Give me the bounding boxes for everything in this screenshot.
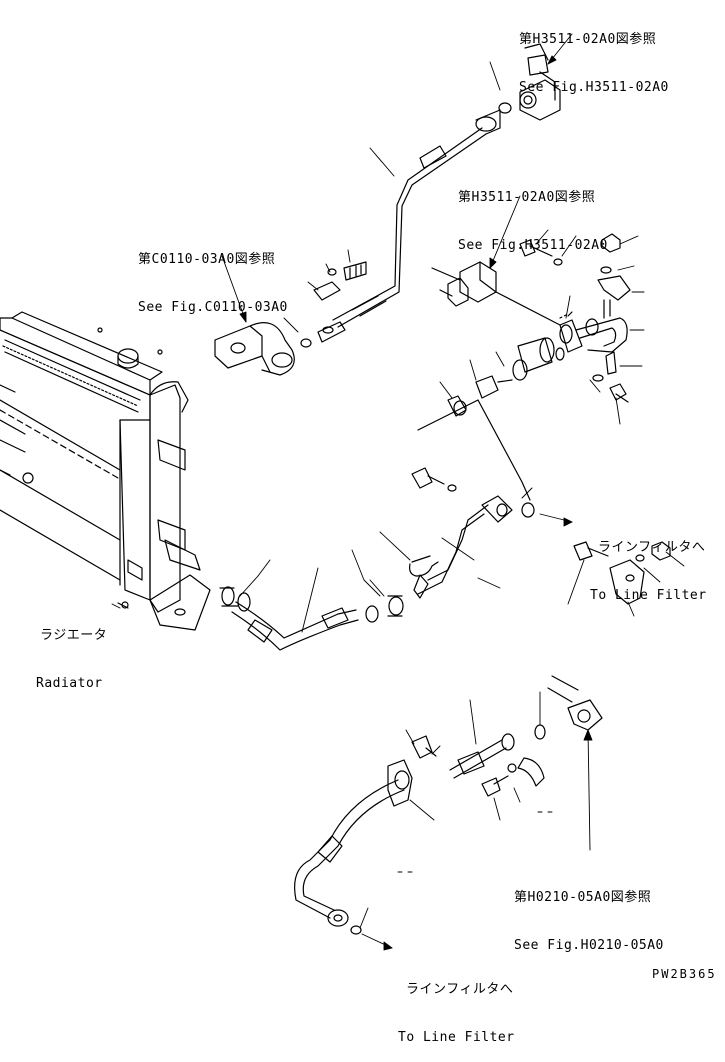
ref-label-c0110: 第C0110-03A0図参照 See Fig.C0110-03A0 [138,220,288,332]
top-valve-block [520,44,560,120]
label-to-line-filter-right-en: To Line Filter [590,588,707,603]
ref-label-c0110-jp: 第C0110-03A0図参照 [138,252,276,267]
ref-label-h0210-jp: 第H0210-05A0図参照 [514,890,652,905]
ref-label-h3511-mid: 第H3511-02A0図参照 See Fig.H3511-02A0 [458,158,608,270]
ref-label-h3511-mid-en: See Fig.H3511-02A0 [458,238,608,253]
ref-label-h3511-mid-jp: 第H3511-02A0図参照 [458,190,596,205]
label-to-line-filter-bottom-jp: ラインフィルタへ [406,982,514,997]
ref-label-h0210: 第H0210-05A0図参照 See Fig.H0210-05A0 [514,858,664,970]
ref-label-h3511-top-jp: 第H3511-02A0図参照 [519,32,657,47]
label-to-line-filter-bottom-en: To Line Filter [398,1030,515,1045]
top-pipe [333,103,511,327]
diagram-drawing [0,0,725,984]
upper-elbow-assembly [215,262,366,375]
label-to-line-filter-right: ラインフィルタへ To Line Filter [590,508,707,620]
lower-hose-assembly [220,400,534,650]
label-to-line-filter-right-jp: ラインフィルタへ [598,540,706,555]
radiator-assembly [0,312,210,630]
ref-label-h0210-en: See Fig.H0210-05A0 [514,938,664,953]
drawing-code: PW2B365 [652,967,717,981]
label-radiator: ラジエータ Radiator [36,596,107,708]
ref-label-h3511-top-en: See Fig.H3511-02A0 [519,80,669,95]
bracket-assembly-right [574,542,670,604]
mid-right-assembly [432,234,630,416]
label-radiator-en: Radiator [36,676,103,691]
label-to-line-filter-bottom: ラインフィルタへ To Line Filter [398,950,515,1062]
ref-label-h3511-top: 第H3511-02A0図参照 See Fig.H3511-02A0 [519,0,669,112]
label-radiator-jp: ラジエータ [40,628,108,643]
ref-label-c0110-en: See Fig.C0110-03A0 [138,300,288,315]
bottom-assembly [295,676,602,934]
leader-lines [112,34,684,950]
